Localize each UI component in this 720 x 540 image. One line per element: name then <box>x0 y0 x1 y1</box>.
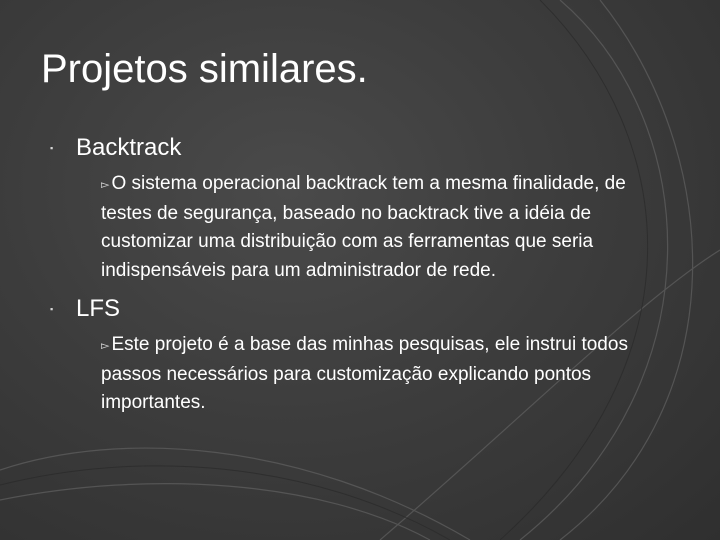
slide-title: Projetos similares. <box>41 47 368 91</box>
sub-bullet-arrow-icon: ▻ <box>101 340 110 352</box>
sub-bullet-lfs: ▻Este projeto é a base das minhas pesqui… <box>101 331 631 418</box>
arc-line <box>559 0 694 540</box>
bullet-lfs: ▪ LFS <box>40 291 660 327</box>
arc-line <box>0 447 471 540</box>
bullet-heading: LFS <box>76 295 121 322</box>
arc-shadow <box>499 0 649 540</box>
arc-shadow <box>0 465 451 540</box>
arc-line <box>379 249 720 540</box>
bullet-square-icon: ▪ <box>50 143 54 153</box>
arc-line <box>519 0 669 540</box>
bullet-square-icon: ▪ <box>50 304 54 314</box>
sub-bullet-text: O sistema operacional backtrack tem a me… <box>101 173 626 281</box>
arc-line <box>0 483 431 540</box>
slide-content: ▪ Backtrack ▻O sistema operacional backt… <box>40 130 660 422</box>
bullet-backtrack: ▪ Backtrack <box>40 130 660 166</box>
sub-bullet-arrow-icon: ▻ <box>101 179 110 191</box>
bullet-heading: Backtrack <box>76 134 182 161</box>
sub-bullet-text: Este projeto é a base das minhas pesquis… <box>101 334 628 413</box>
sub-bullet-backtrack: ▻O sistema operacional backtrack tem a m… <box>101 170 631 285</box>
